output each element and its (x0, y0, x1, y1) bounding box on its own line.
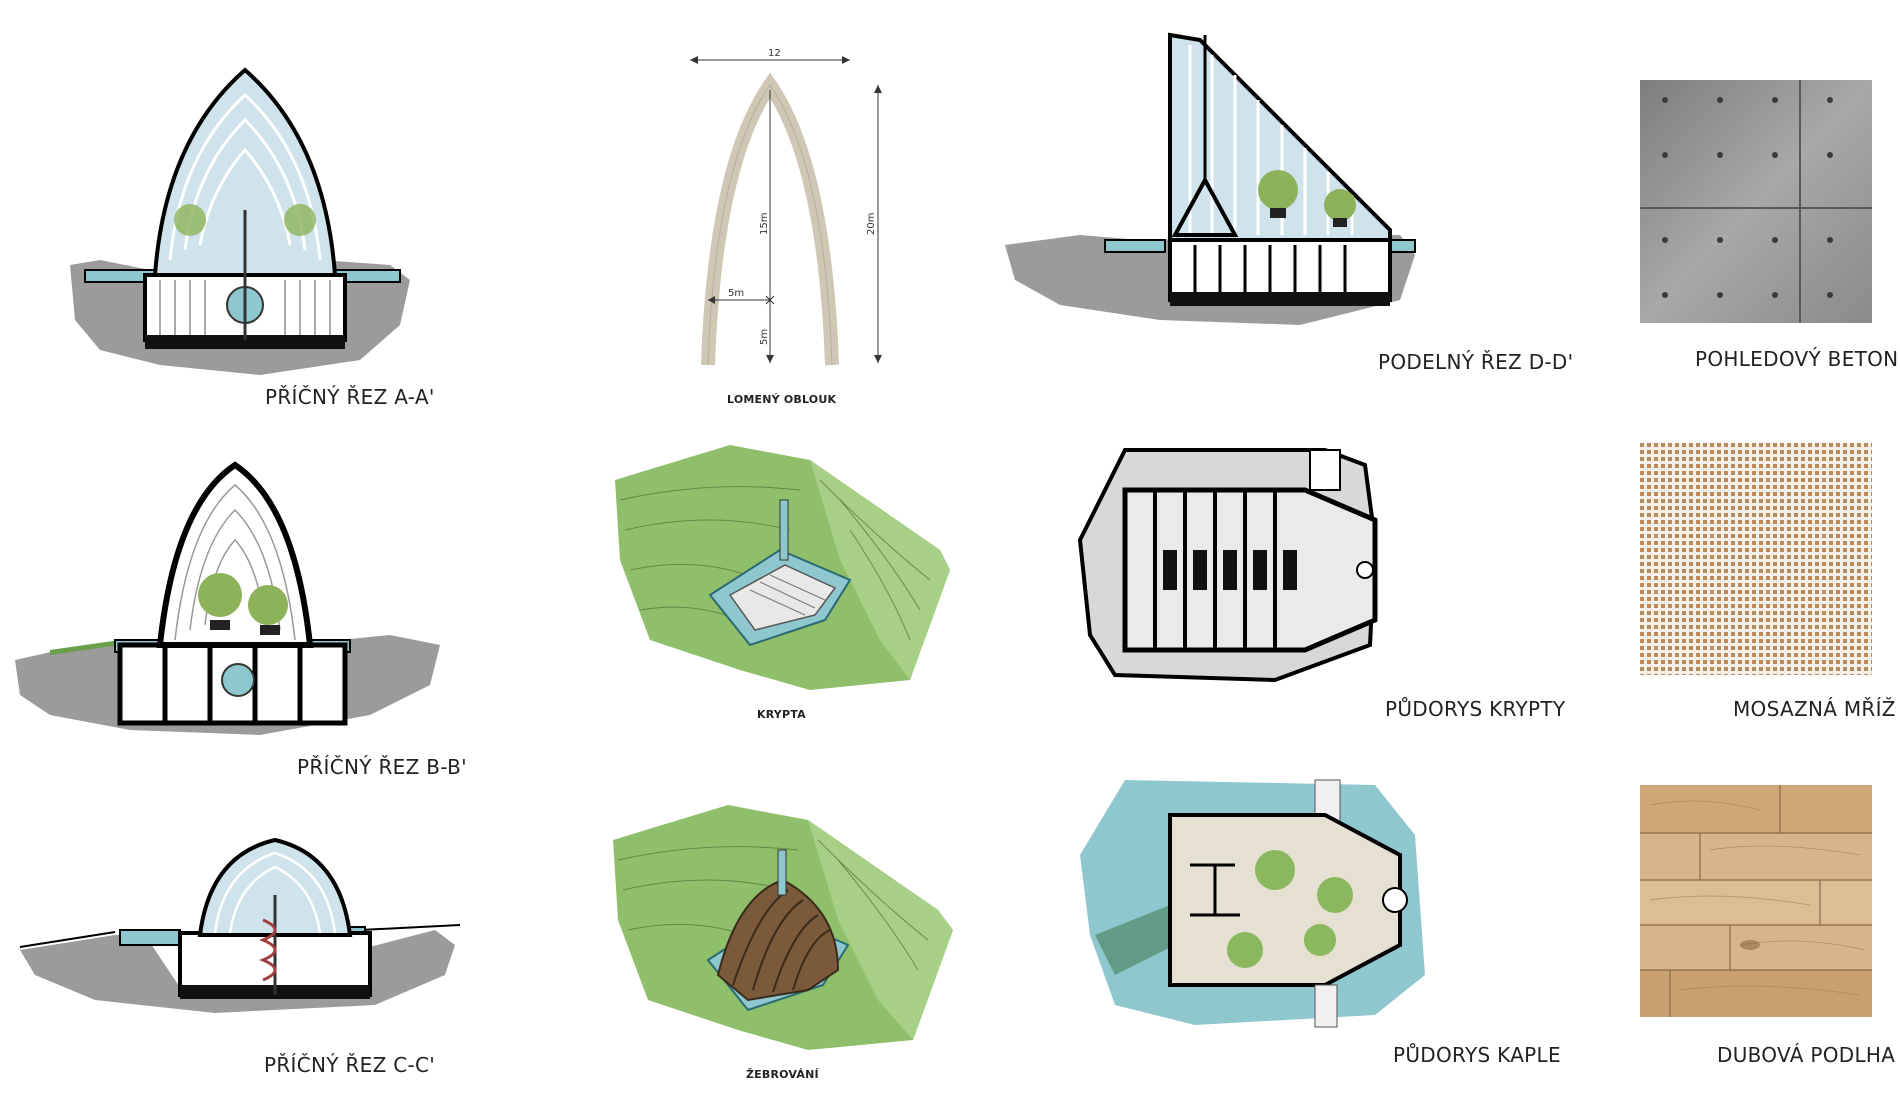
crypt-plan-drawing (1075, 445, 1445, 685)
concrete-caption: POHLEDOVÝ BETON (1695, 347, 1899, 371)
brass-mesh-swatch (1640, 443, 1872, 675)
arch-lower-height-label: 5m (759, 329, 770, 345)
arch-upper-height-label: 15m (759, 213, 770, 235)
arch-width-label: 12 (768, 48, 781, 59)
crypt-iso-caption: KRYPTA (757, 708, 806, 721)
crypt-isometric (610, 440, 960, 700)
section-d-drawing (1000, 30, 1420, 330)
section-b-caption: PŘÍČNÝ ŘEZ B-B' (297, 755, 467, 779)
arch-caption: LOMENÝ OBLOUK (727, 393, 837, 406)
oak-floor-swatch (1640, 785, 1872, 1017)
section-a-drawing (60, 60, 430, 380)
section-c-drawing (15, 835, 465, 1015)
ribbing-iso-caption: ŽEBROVÁNÍ (746, 1068, 819, 1081)
section-c-caption: PŘÍČNÝ ŘEZ C-C' (264, 1053, 436, 1077)
section-b-drawing (10, 445, 450, 740)
concrete-swatch (1640, 80, 1872, 323)
section-d-caption: PODELNÝ ŘEZ D-D' (1378, 350, 1574, 374)
brass-caption: MOSAZNÁ MŘÍŽ (1733, 697, 1896, 721)
pointed-arch-diagram: 12 15m 5m 5m 20m (680, 45, 900, 375)
chapel-plan-caption: PŮDORYS KAPLE (1393, 1043, 1561, 1067)
arch-half-width-label: 5m (728, 288, 744, 299)
chapel-plan-drawing (1075, 775, 1455, 1030)
arch-total-height-label: 20m (866, 213, 877, 235)
ribbing-isometric (608, 800, 960, 1060)
oak-caption: DUBOVÁ PODLHA (1717, 1043, 1896, 1067)
crypt-plan-caption: PŮDORYS KRYPTY (1385, 697, 1566, 721)
section-a-caption: PŘÍČNÝ ŘEZ A-A' (265, 385, 435, 409)
